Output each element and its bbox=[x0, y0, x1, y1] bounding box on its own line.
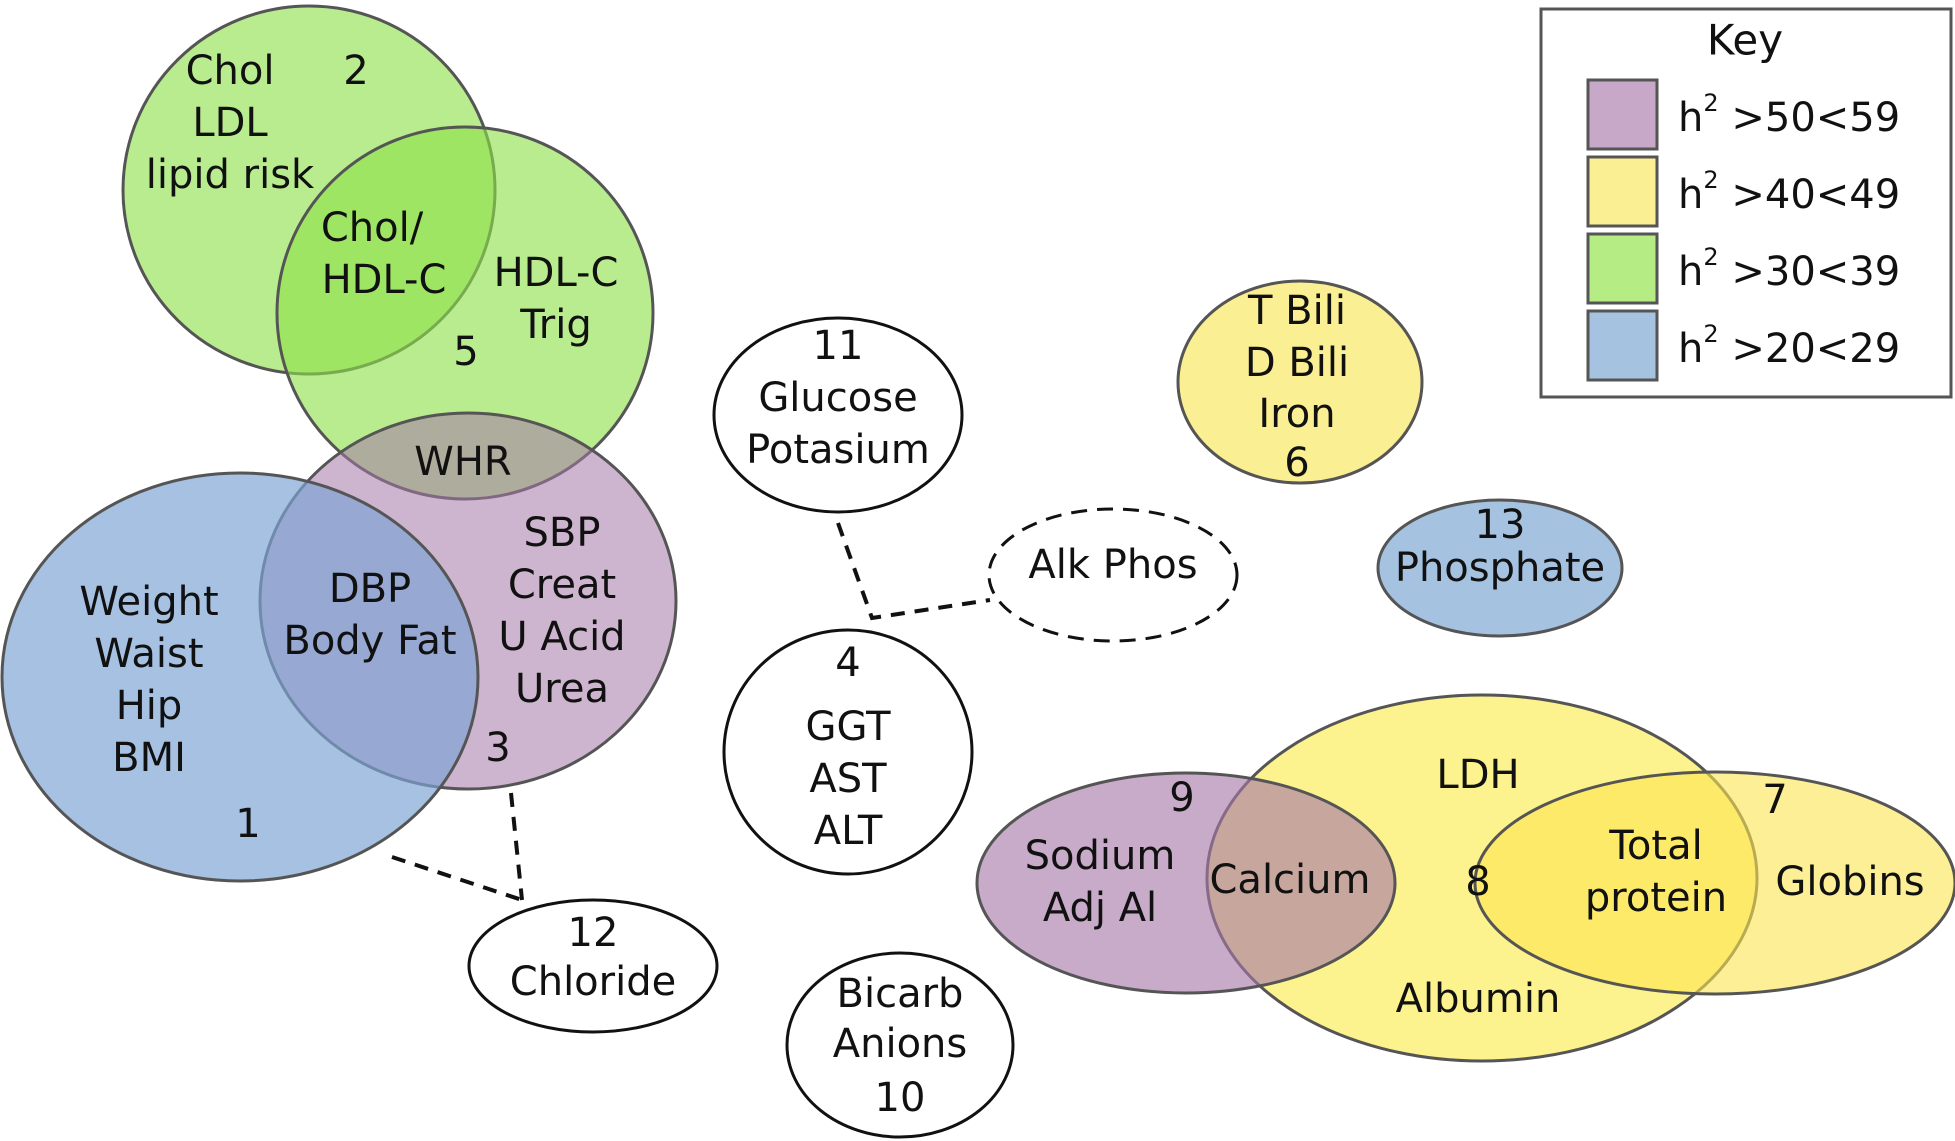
cluster-3-trait-4: Urea bbox=[515, 666, 609, 712]
legend-title: Key bbox=[1707, 16, 1783, 65]
cluster-9-ellipse bbox=[975, 771, 1397, 995]
cluster-1-number: 1 bbox=[235, 801, 260, 847]
overlap-2-5-trait-2: HDL-C bbox=[322, 257, 447, 303]
cluster-4-trait-2: AST bbox=[809, 756, 887, 802]
cluster-9-number: 9 bbox=[1169, 775, 1194, 821]
cluster-7-number: 7 bbox=[1762, 777, 1787, 823]
cluster-12-ellipse bbox=[467, 898, 719, 1034]
cluster-1-trait-1: Weight bbox=[79, 579, 218, 625]
cluster-9-trait-2: Adj Al bbox=[1043, 885, 1157, 931]
cluster-8-trait-1: LDH bbox=[1436, 752, 1519, 798]
overlap-1-3-trait-1: DBP bbox=[329, 566, 411, 612]
cluster-6-number: 6 bbox=[1284, 440, 1309, 486]
legend-swatch-4 bbox=[1586, 309, 1659, 382]
cluster-10-ellipse bbox=[785, 951, 1015, 1139]
cluster-7-trait-1: Globins bbox=[1775, 859, 1924, 905]
cluster-1-trait-3: Hip bbox=[116, 683, 183, 729]
connector-1-12 bbox=[391, 855, 523, 902]
cluster-13-ellipse bbox=[1376, 498, 1624, 638]
cluster-11-trait-2: Potasium bbox=[746, 427, 930, 473]
overlap-2-5-trait-1: Chol/ bbox=[321, 205, 424, 251]
connector-11-alk-phos bbox=[836, 522, 991, 621]
cluster-2-trait-2: LDL bbox=[192, 100, 268, 146]
cluster-4-ellipse bbox=[722, 628, 974, 876]
connector-3-12 bbox=[509, 792, 524, 901]
cluster-5-number: 5 bbox=[453, 329, 478, 375]
legend-label-3: h2 >30<39 bbox=[1678, 243, 1900, 295]
cluster-1-trait-4: BMI bbox=[112, 735, 186, 781]
cluster-2-number: 2 bbox=[343, 48, 368, 94]
cluster-4-number: 4 bbox=[835, 640, 860, 686]
legend-swatch-2 bbox=[1586, 155, 1659, 228]
overlap-8-7-trait-1: Total bbox=[1608, 823, 1702, 869]
legend: Key h2 >50<59 h2 >40<49 h2 >30<39 h2 >20… bbox=[1539, 7, 1953, 399]
cluster-3-number: 3 bbox=[485, 725, 510, 771]
cluster-6-trait-2: D Bili bbox=[1245, 340, 1349, 386]
overlap-3-5-trait-1: WHR bbox=[414, 439, 511, 485]
cluster-labels: Chol LDL lipid risk 2 Chol/ HDL-C HDL-C … bbox=[79, 48, 1924, 1121]
cluster-11-number: 11 bbox=[813, 323, 864, 369]
cluster-9-trait-1: Sodium bbox=[1025, 833, 1176, 879]
alk-phos-ellipse bbox=[987, 507, 1239, 643]
cluster-3-trait-2: Creat bbox=[508, 562, 616, 608]
cluster-11-trait-1: Glucose bbox=[758, 375, 917, 421]
alk-phos-label: Alk Phos bbox=[1028, 542, 1197, 588]
cluster-13-trait-1: Phosphate bbox=[1395, 545, 1605, 591]
overlap-1-3-trait-2: Body Fat bbox=[283, 618, 456, 664]
cluster-12-trait-1: Chloride bbox=[510, 959, 676, 1005]
cluster-6-trait-3: Iron bbox=[1258, 391, 1335, 437]
legend-swatch-1 bbox=[1586, 78, 1659, 151]
legend-label-1: h2 >50<59 bbox=[1678, 89, 1900, 141]
cluster-11-ellipse bbox=[712, 316, 964, 514]
cluster-4-trait-1: GGT bbox=[806, 704, 892, 750]
overlap-9-8-trait-1: Calcium bbox=[1210, 857, 1371, 903]
cluster-3-trait-1: SBP bbox=[524, 510, 601, 556]
cluster-10-trait-1: Bicarb bbox=[837, 971, 964, 1017]
cluster-4-trait-3: ALT bbox=[814, 808, 883, 854]
cluster-6-trait-1: T Bili bbox=[1247, 288, 1346, 334]
legend-swatch-3 bbox=[1586, 232, 1659, 305]
cluster-7-ellipse bbox=[1473, 770, 1955, 996]
legend-label-2: h2 >40<49 bbox=[1678, 166, 1900, 218]
cluster-3-trait-3: U Acid bbox=[498, 614, 625, 660]
cluster-13-number: 13 bbox=[1475, 502, 1526, 548]
cluster-8-trait-2: Albumin bbox=[1396, 976, 1561, 1022]
cluster-6-ellipse bbox=[1176, 279, 1424, 485]
cluster-10-trait-2: Anions bbox=[833, 1021, 968, 1067]
white-clusters bbox=[467, 316, 1239, 1139]
cluster-10-number: 10 bbox=[875, 1075, 926, 1121]
legend-label-4: h2 >20<29 bbox=[1678, 320, 1900, 372]
cluster-5-trait-2: Trig bbox=[519, 302, 592, 348]
cluster-shapes bbox=[0, 4, 1955, 1063]
cluster-2-trait-3: lipid risk bbox=[146, 152, 315, 198]
cluster-5-trait-1: HDL-C bbox=[494, 250, 619, 296]
cluster-1-trait-2: Waist bbox=[94, 631, 203, 677]
cluster-1-ellipse bbox=[0, 471, 480, 883]
cluster-12-number: 12 bbox=[568, 910, 619, 956]
dashed-connectors bbox=[391, 522, 991, 902]
overlap-8-7-trait-2: protein bbox=[1585, 875, 1727, 921]
cluster-8-number: 8 bbox=[1465, 859, 1490, 905]
cluster-2-trait-1: Chol bbox=[186, 48, 275, 94]
